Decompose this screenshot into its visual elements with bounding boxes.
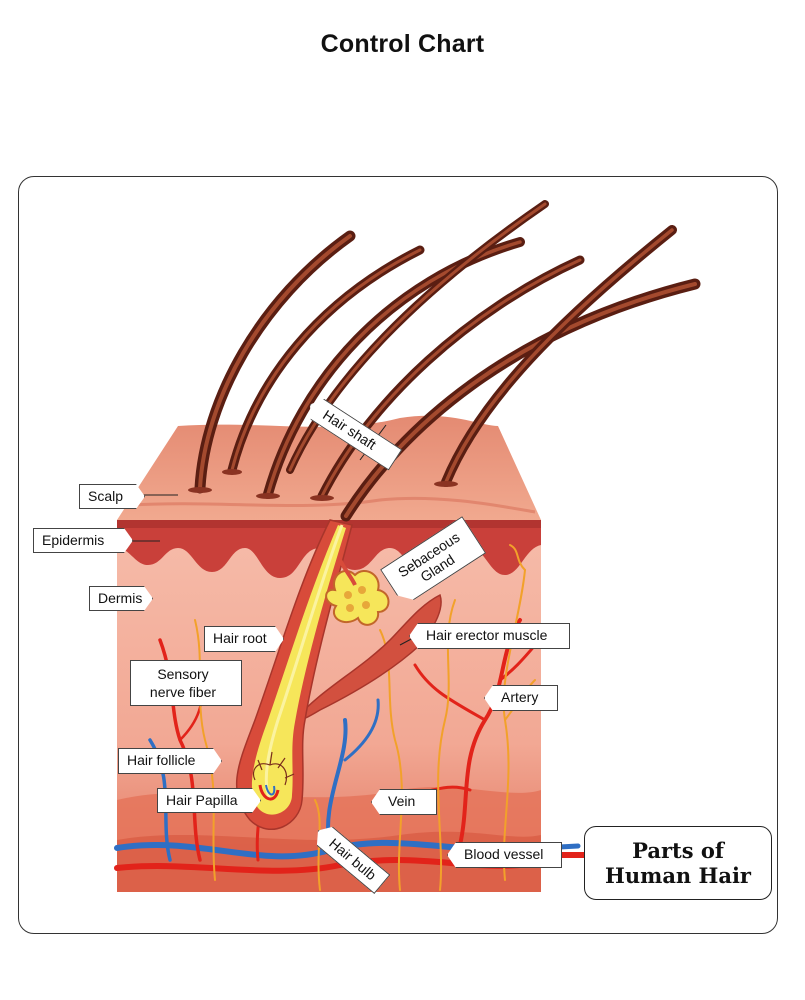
sebaceous-gland-shape [325, 559, 390, 626]
label-vein: Vein [371, 789, 437, 815]
parts-of-human-hair-badge: Parts of Human Hair [584, 826, 772, 900]
label-hair-erector-muscle: Hair erector muscle [409, 623, 570, 649]
label-blood-vessel: Blood vessel [447, 842, 562, 868]
hair-pores [188, 469, 458, 501]
label-sensory-nerve-fiber: Sensory nerve fiber [130, 660, 242, 706]
erector-muscle [293, 593, 442, 722]
label-epidermis: Epidermis [33, 528, 133, 553]
label-scalp: Scalp [79, 484, 145, 509]
papilla-capillaries [252, 751, 295, 786]
label-hair-follicle: Hair follicle [118, 748, 222, 774]
label-hair-papilla: Hair Papilla [157, 788, 261, 813]
label-artery: Artery [484, 685, 558, 711]
page-title: Control Chart [320, 30, 485, 58]
badge-line1: Parts of [632, 838, 724, 863]
label-dermis: Dermis [89, 586, 153, 611]
hair-strands [194, 200, 701, 522]
scalp-surface [117, 415, 541, 520]
sensory-label-line1: Sensory [157, 666, 209, 682]
sensory-label-line2: nerve fiber [149, 684, 217, 700]
badge-line2: Human Hair [604, 863, 751, 888]
label-hair-root: Hair root [204, 626, 284, 652]
